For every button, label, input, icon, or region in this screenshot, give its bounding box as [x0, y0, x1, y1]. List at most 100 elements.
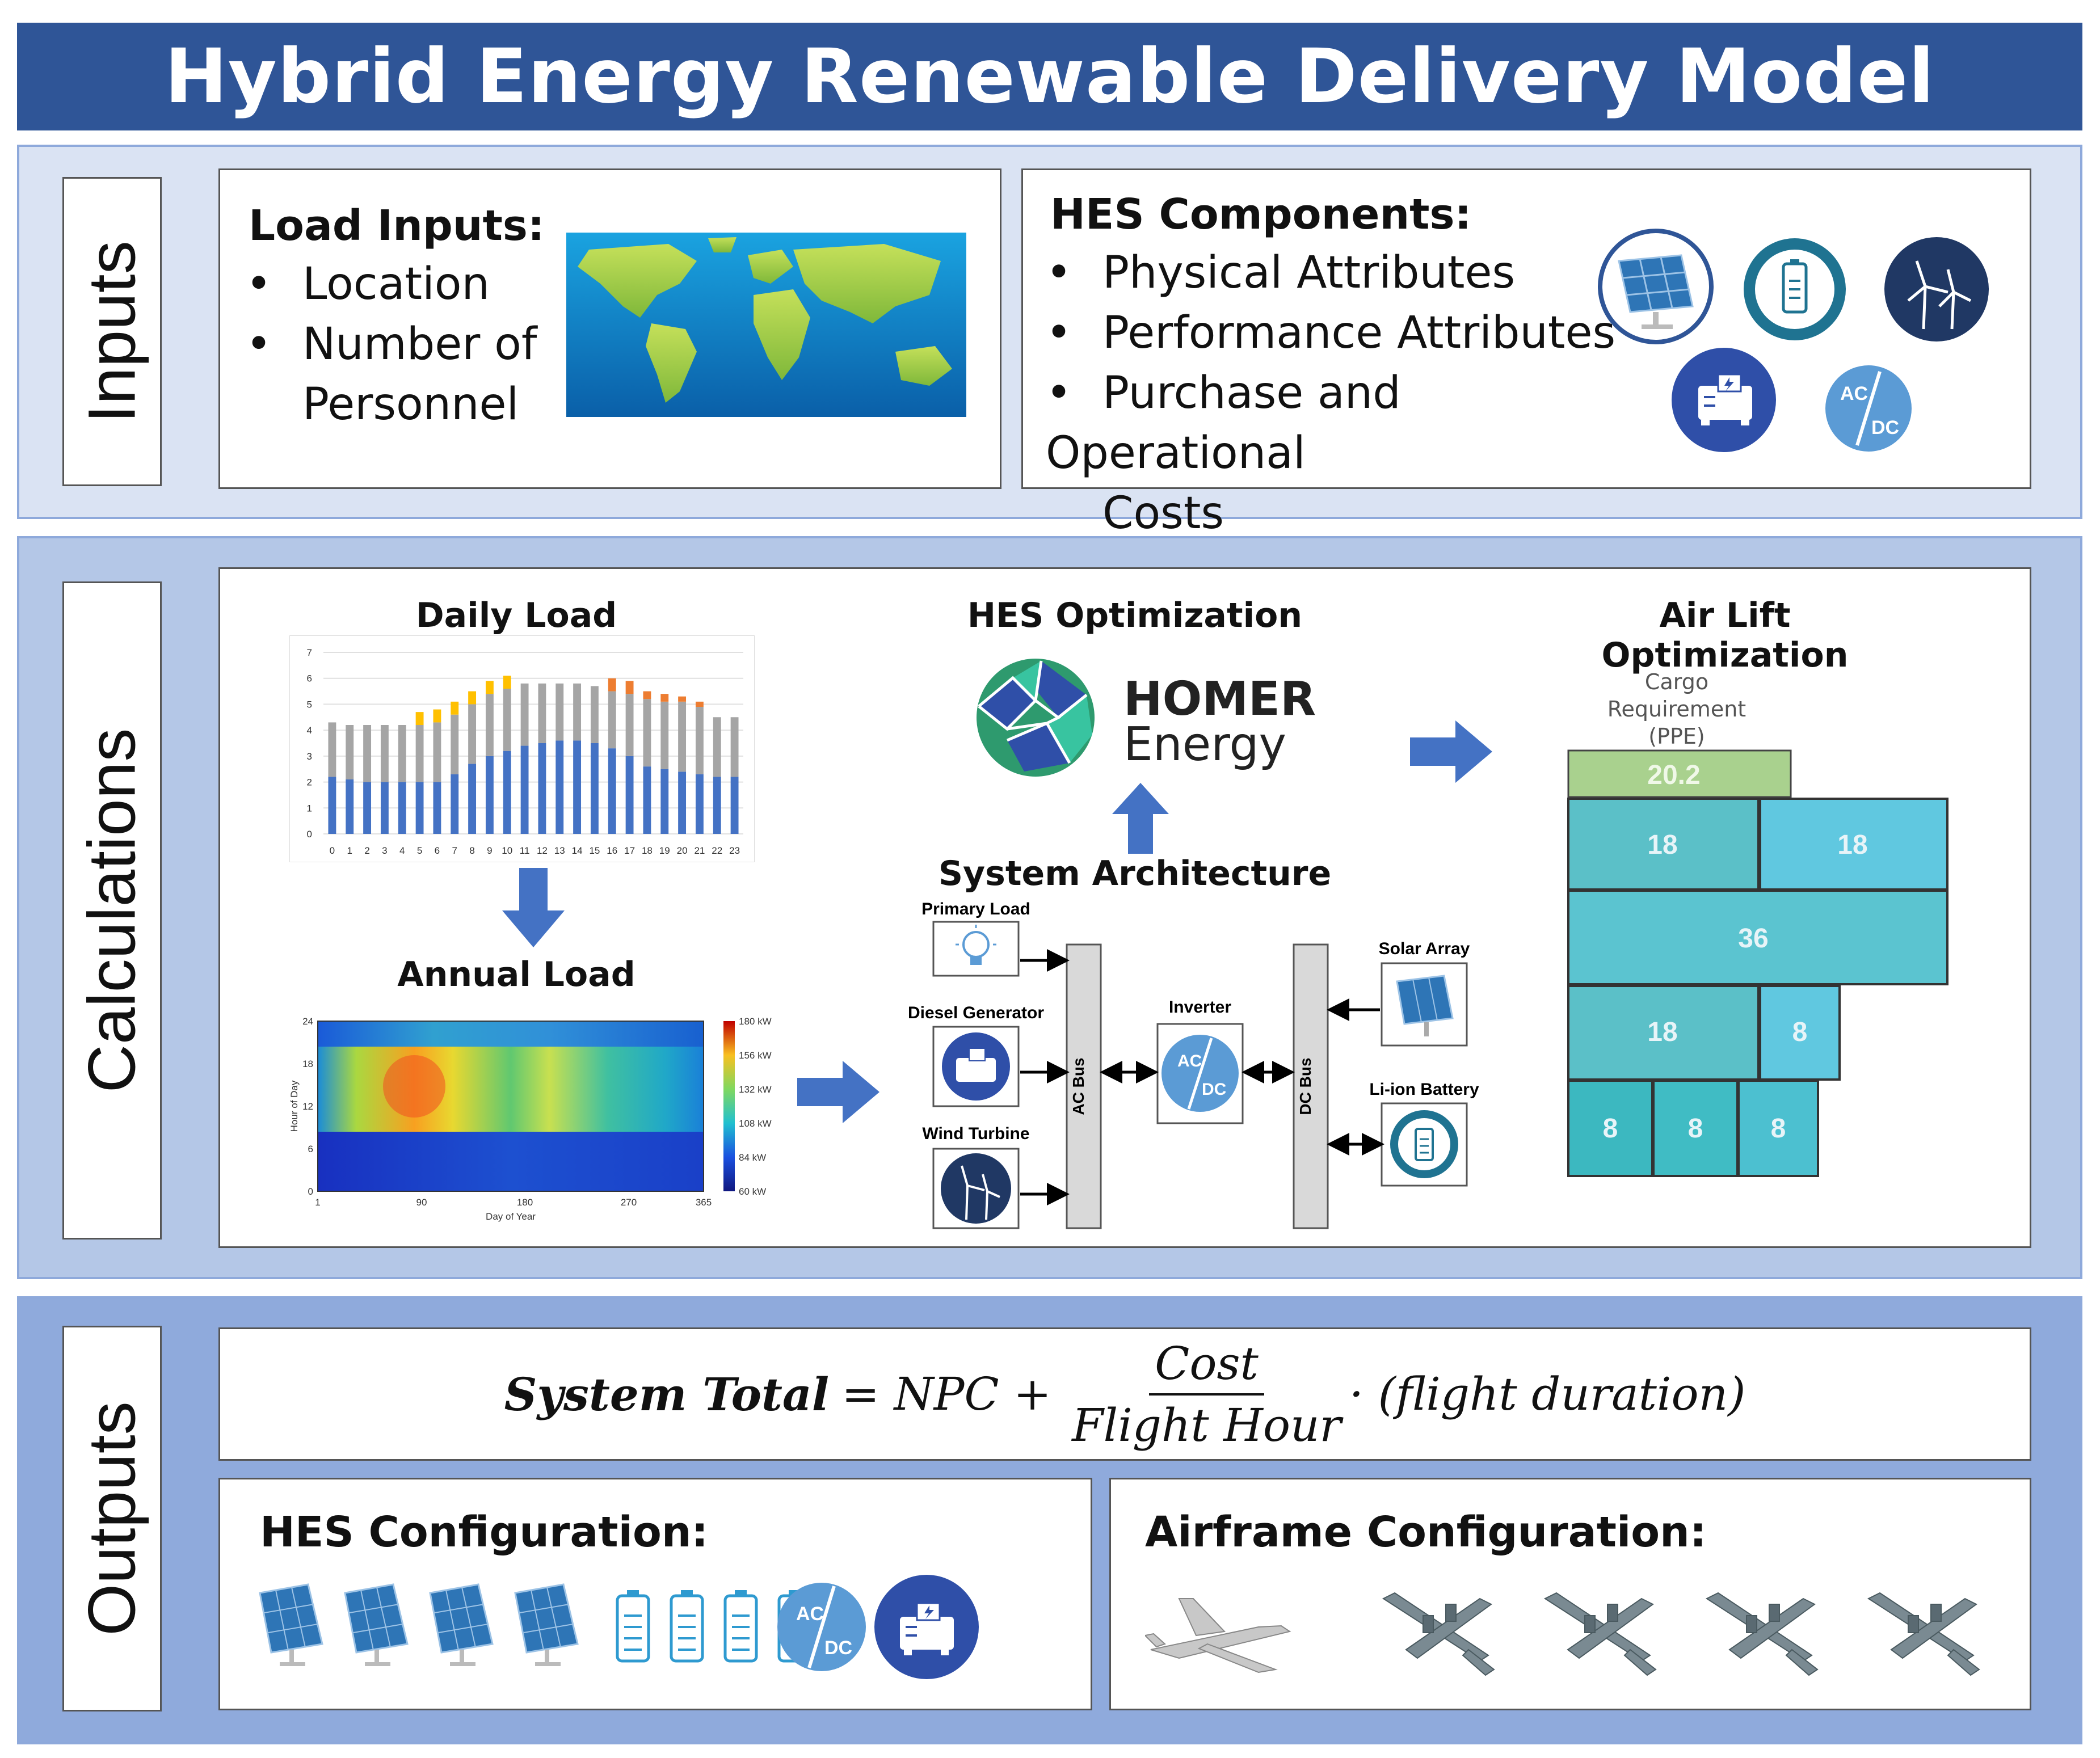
hes-configuration-icons: AC DC [259, 1575, 979, 1679]
daily-bar-segment [695, 707, 704, 774]
daily-bar-segment [660, 701, 669, 769]
daily-bar-segment [380, 782, 389, 834]
hes-item-costs: Costs [1102, 488, 1224, 539]
inputs-label-box: Inputs [62, 177, 162, 486]
config-inverter-icon: AC DC [777, 1583, 866, 1671]
config-battery-icon [670, 1590, 704, 1663]
config-generator-icon [874, 1575, 979, 1679]
homer-logo-line2: Energy [1123, 718, 1287, 772]
daily-bar-segment [485, 694, 494, 756]
annual-xtick: 1 [315, 1197, 320, 1208]
daily-bar-segment [415, 712, 424, 725]
daily-ytick: 4 [307, 725, 312, 736]
daily-bar-segment [678, 772, 687, 834]
daily-bar-segment [608, 678, 616, 692]
load-input-personnel-2: Personnel [302, 379, 519, 430]
daily-bar-segment [643, 699, 651, 767]
airlift-cell-8b [1567, 1080, 1653, 1177]
daily-xtick: 2 [364, 845, 369, 856]
airlift-cell-18a [1567, 798, 1760, 891]
daily-bar-segment [503, 676, 511, 689]
annual-ytick: 24 [302, 1016, 313, 1027]
right-arrow-icon [797, 1061, 879, 1123]
title-bar: Hybrid Energy Renewable Delivery Model [17, 23, 2082, 130]
daily-xtick: 10 [502, 845, 512, 856]
homer-logo-line1: HOMER [1123, 672, 1316, 726]
hes-configuration-heading: HES Configuration: [260, 1508, 709, 1557]
svg-text:DC: DC [824, 1637, 852, 1659]
annual-colorbar-tick: 84 kW [739, 1152, 766, 1163]
daily-xtick: 1 [347, 845, 352, 856]
daily-bar-segment [520, 683, 529, 746]
daily-xtick: 0 [330, 845, 335, 856]
lightbulb-icon [956, 925, 996, 965]
config-solar-panel-icon [514, 1583, 579, 1666]
formula-denominator: Flight Hour [1072, 1398, 1341, 1452]
c130-aircraft-icon [1543, 1592, 1657, 1676]
config-solar-panel-icon [344, 1583, 409, 1666]
daily-bar-segment [695, 701, 704, 707]
daily-bar-segment [625, 694, 634, 756]
wind-turbine-icon [1884, 237, 1989, 342]
calculations-label: Calculations [74, 728, 150, 1093]
daily-xtick: 14 [572, 845, 583, 856]
hes-components-heading: HES Components: [1050, 190, 1472, 239]
dc-bus-bar [1293, 943, 1329, 1229]
world-map-icon [566, 233, 966, 417]
daily-bar-segment [433, 782, 441, 834]
daily-bar-segment [468, 704, 477, 764]
daily-xtick: 17 [624, 845, 635, 856]
airlift-cell-8c [1652, 1080, 1739, 1177]
system-architecture-diagram: Primary Load Diesel Generator Wind Turbi… [908, 900, 1479, 1229]
daily-bar-segment [625, 681, 634, 694]
airframe-icons [1145, 1592, 1980, 1676]
airlift-cell-18a-label: 18 [1647, 830, 1677, 860]
air-lift-title: Air Lift Optimization [1601, 596, 1849, 675]
svg-text:AC: AC [796, 1603, 824, 1625]
turbine-icon [941, 1153, 1011, 1224]
ac-bus-bar [1066, 943, 1102, 1229]
daily-ytick: 3 [307, 751, 312, 762]
hes-optimization-title: HES Optimization [967, 596, 1303, 635]
airlift-cell-8a [1759, 985, 1841, 1081]
daily-bar-segment [398, 725, 406, 782]
daily-bar-segment [328, 722, 336, 777]
annual-ylabel: Hour of Day [289, 1080, 300, 1132]
daily-bar-segment [380, 725, 389, 782]
config-battery-icon [616, 1590, 650, 1663]
config-battery-icon [723, 1590, 758, 1663]
daily-bar-segment [590, 686, 599, 743]
annual-ytick: 0 [308, 1186, 313, 1197]
daily-xtick: 12 [537, 845, 548, 856]
daily-xtick: 21 [694, 845, 705, 856]
airlift-cell-8a-label: 8 [1792, 1017, 1808, 1047]
daily-ytick: 0 [307, 829, 312, 840]
inverter-label: Inverter [1169, 998, 1231, 1017]
cargo-requirement-label: Cargo Requirement (PPE) [1607, 669, 1747, 749]
c17-aircraft-icon [1145, 1598, 1291, 1673]
daily-ytick: 5 [307, 699, 312, 710]
airframe-configuration-panel: Airframe Configuration: [1109, 1478, 2031, 1710]
hes-item-physical: Physical Attributes [1102, 247, 1516, 298]
daily-bar-segment [415, 782, 424, 834]
daily-bar-segment [590, 743, 599, 834]
daily-bar-segment [485, 756, 494, 834]
daily-bar-segment [451, 701, 459, 715]
airlift-cell-18c-label: 18 [1647, 1017, 1677, 1047]
li-ion-battery-label: Li-ion Battery [1369, 1080, 1479, 1099]
battery-icon [1744, 238, 1846, 340]
daily-bar-segment [468, 691, 477, 705]
annual-xlabel: Day of Year [486, 1211, 536, 1222]
ac-dc-icon: AC DC [1161, 1035, 1239, 1112]
diesel-generator-icon [1672, 348, 1776, 452]
svg-text:AC: AC [1177, 1052, 1202, 1070]
daily-ytick: 1 [307, 803, 312, 813]
c130-aircraft-icon [1705, 1592, 1819, 1676]
daily-bar-segment [346, 725, 354, 779]
daily-bar-segment [451, 774, 459, 834]
outputs-label: Outputs [74, 1401, 150, 1636]
config-solar-panel-icon [429, 1583, 494, 1666]
diesel-generator-label: Diesel Generator [908, 1004, 1044, 1022]
daily-bar-segment [678, 696, 687, 702]
hes-item-purchase: Purchase and Operational [1046, 368, 1401, 479]
